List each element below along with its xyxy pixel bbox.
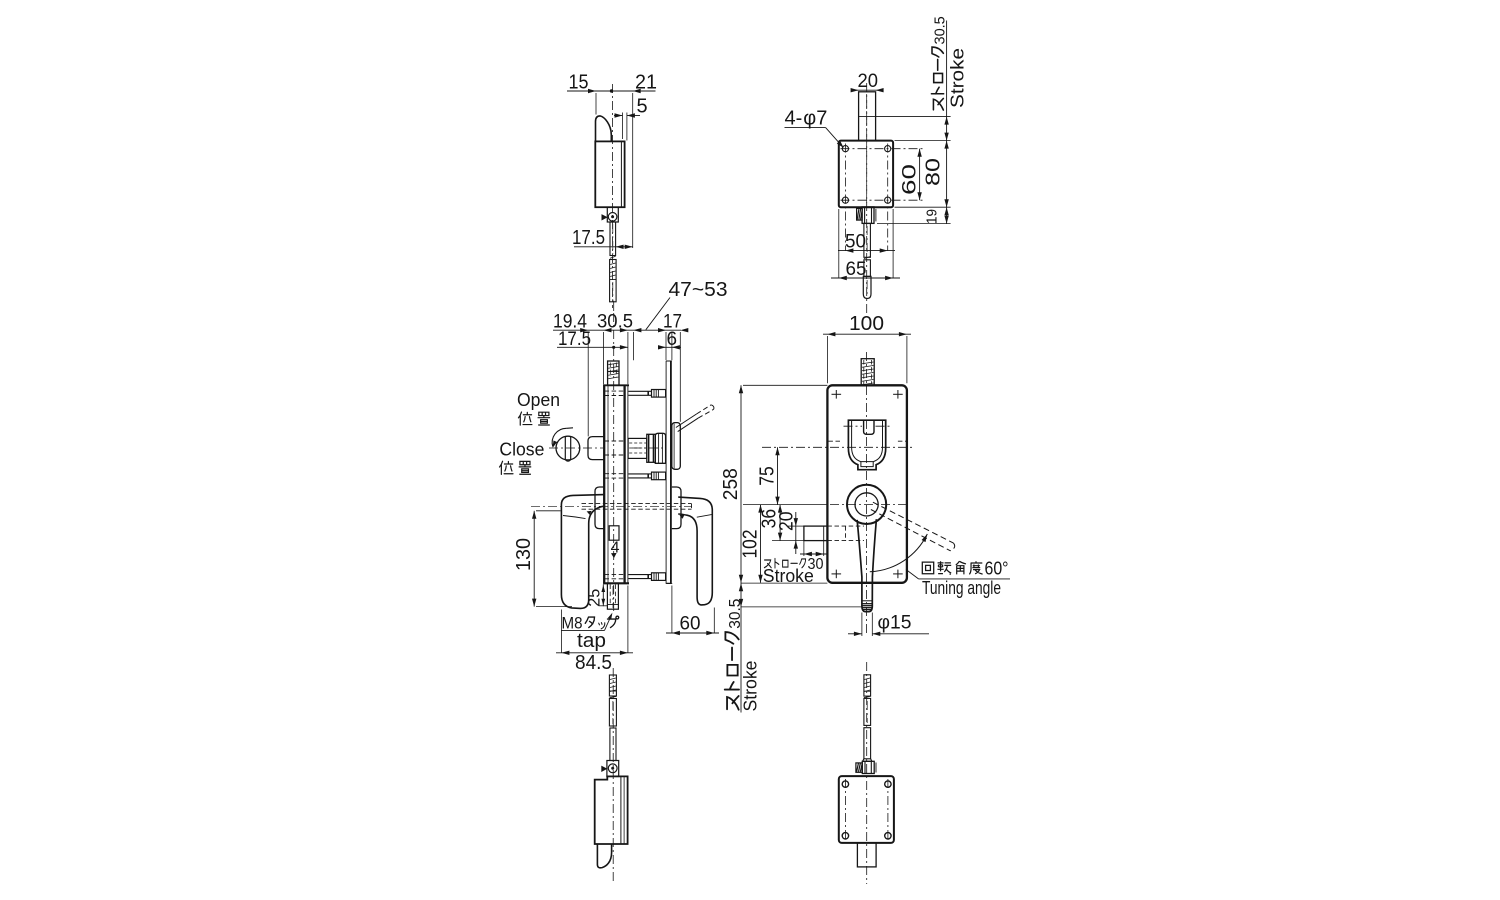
svg-text:258: 258 [720,468,742,500]
svg-text:84.5: 84.5 [575,652,612,674]
svg-text:4-: 4- [785,107,803,129]
svg-text:Stroke: Stroke [948,48,968,108]
svg-text:20: 20 [777,512,798,532]
svg-text:Open: Open [517,390,560,410]
svg-text:100: 100 [849,313,884,335]
svg-text:50: 50 [845,232,866,253]
svg-text:15: 15 [569,72,589,94]
svg-text:17.5: 17.5 [572,227,605,249]
svg-text:47~53: 47~53 [669,279,728,301]
svg-text:17: 17 [663,312,682,333]
svg-text:102: 102 [740,530,762,559]
svg-text:19: 19 [923,209,940,224]
svg-text:25: 25 [585,589,604,607]
svg-text:tap: tap [577,630,606,652]
svg-text:75: 75 [756,466,778,486]
svg-text:Stroke: Stroke [740,661,761,712]
svg-text:65: 65 [846,259,867,280]
svg-text:80: 80 [923,158,945,186]
svg-text:20: 20 [858,71,879,92]
svg-text:4: 4 [611,540,620,557]
svg-text:Tuning angle: Tuning angle [922,577,1001,598]
svg-text:30.5: 30.5 [597,312,633,333]
svg-text:19.4: 19.4 [553,312,587,333]
svg-text:φ7: φ7 [803,107,827,129]
svg-text:6: 6 [667,329,678,350]
svg-text:30: 30 [808,556,824,573]
svg-text:φ15: φ15 [878,612,912,633]
svg-text:36: 36 [759,509,781,529]
svg-text:Close: Close [499,439,544,460]
svg-text:60: 60 [900,164,921,195]
svg-text:17.5: 17.5 [558,329,591,350]
svg-text:130: 130 [513,538,535,571]
svg-text:Stroke: Stroke [763,566,814,586]
svg-text:30.5: 30.5 [933,16,949,44]
svg-text:60: 60 [680,614,701,635]
svg-text:30.5: 30.5 [727,599,744,629]
svg-text:21: 21 [635,72,657,94]
svg-text:60°: 60° [985,557,1009,578]
svg-text:M8: M8 [562,614,583,632]
svg-text:5: 5 [637,96,648,118]
